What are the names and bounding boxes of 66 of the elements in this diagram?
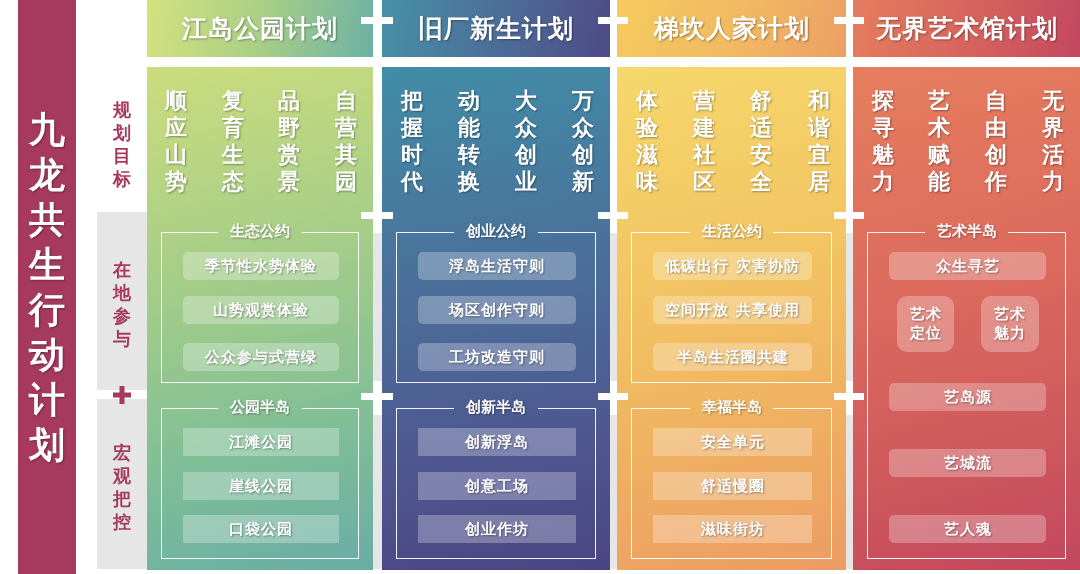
item-box: 半岛生活圈共建 [653, 343, 812, 371]
plan-title: 江岛公园计划 [182, 13, 338, 45]
row-band [97, 212, 147, 390]
plan-panel [617, 67, 846, 570]
group-title: 生活公约 [702, 222, 762, 240]
item-box: 滋味街坊 [653, 515, 812, 543]
plan-header [147, 0, 373, 57]
item-box: 艺岛源 [889, 383, 1046, 411]
goal-text: 顺应山势 [164, 87, 188, 195]
goal-text: 把握时代 [400, 87, 424, 195]
item-box: 场区创作守则 [418, 296, 576, 324]
plan-panel [382, 67, 610, 570]
item-box: 口袋公园 [183, 515, 339, 543]
goal-text: 自营其园 [334, 87, 358, 195]
group-title: 创新半岛 [466, 398, 526, 416]
item-box: 安全单元 [653, 428, 812, 456]
item-box: 浮岛生活守则 [418, 252, 576, 280]
item-box: 创新浮岛 [418, 428, 576, 456]
plan-panel [147, 67, 373, 570]
goal-text: 大众创业 [514, 87, 538, 195]
goal-text: 万众创新 [571, 87, 595, 195]
plan-header [853, 0, 1080, 57]
item-box: 空间开放 共享使用 [653, 296, 812, 324]
goal-text: 探寻魅力 [871, 87, 895, 195]
item-box: 崖线公园 [183, 472, 339, 500]
goal-text: 和谐宜居 [807, 87, 831, 195]
item-box: 公众参与式营绿 [183, 343, 339, 371]
item-box: 艺人魂 [889, 515, 1046, 543]
item-box: 山势观赏体验 [183, 296, 339, 324]
item-box: 创意工场 [418, 472, 576, 500]
row-label: 宏观把控 [112, 441, 132, 533]
group-title: 生态公约 [230, 222, 290, 240]
goal-text: 动能转换 [457, 87, 481, 195]
title-band [18, 0, 76, 574]
plan-title: 无界艺术馆计划 [875, 13, 1058, 45]
goal-text: 营建社区 [692, 87, 716, 195]
row-band [97, 399, 147, 569]
row-label: 在地参与 [112, 258, 132, 350]
group-title: 创业公约 [466, 222, 526, 240]
goal-text: 舒适安全 [749, 87, 773, 195]
plan-header [617, 0, 846, 57]
item-box: 创业作坊 [418, 515, 576, 543]
goal-text: 复育生态 [221, 87, 245, 195]
item-box: 艺术魅力 [981, 296, 1039, 352]
item-box: 江滩公园 [183, 428, 339, 456]
plan-header [382, 0, 610, 57]
plan-panel [853, 67, 1080, 570]
item-box: 众生寻艺 [889, 252, 1046, 280]
group-title: 幸福半岛 [702, 398, 762, 416]
item-box: 工坊改造守则 [418, 343, 576, 371]
plan-title: 梯坎人家计划 [653, 13, 810, 45]
item-box: 舒适慢圈 [653, 472, 812, 500]
row-label: 规划目标 [112, 98, 132, 190]
item-box: 季节性水势体验 [183, 252, 339, 280]
item-box: 艺术定位 [897, 296, 954, 352]
goal-text: 自由创作 [984, 87, 1008, 195]
goal-text: 艺术赋能 [927, 87, 951, 195]
item-box: 低碳出行 灾害协防 [653, 252, 812, 280]
plan-title: 旧厂新生计划 [418, 13, 574, 45]
title-text: 九龙共生行动计划 [28, 108, 66, 467]
goal-text: 品野赏景 [277, 87, 301, 195]
group-title: 艺术半岛 [937, 222, 997, 240]
goal-text: 体验滋味 [635, 87, 659, 195]
group-title: 公园半岛 [230, 398, 290, 416]
goal-text: 无界活力 [1041, 87, 1065, 195]
item-box: 艺城流 [889, 449, 1046, 477]
